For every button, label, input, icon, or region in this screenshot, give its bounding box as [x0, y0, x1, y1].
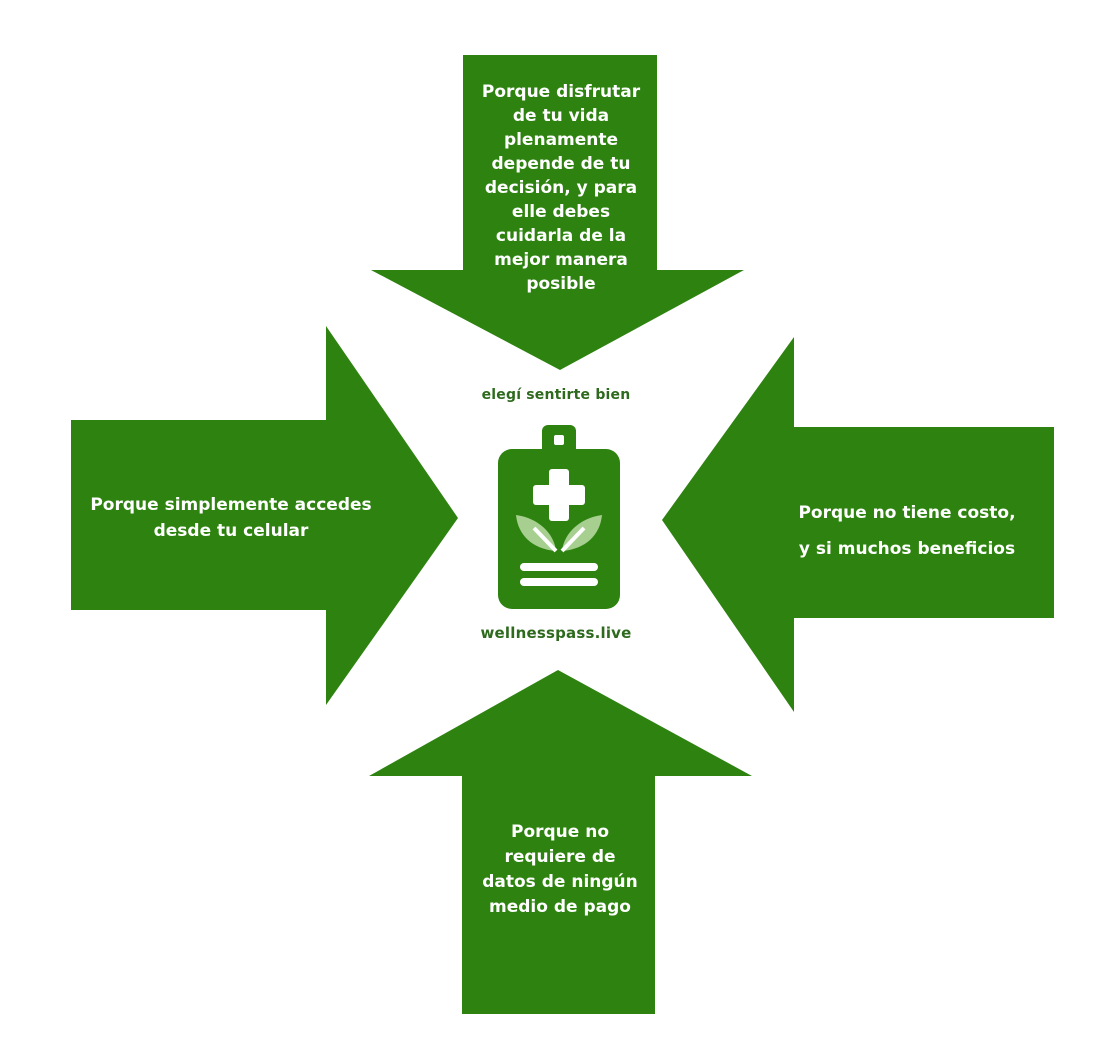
arrow-down-top [371, 55, 744, 370]
arrow-left-text: Porque simplemente accedes desde tu celu… [90, 495, 372, 541]
arrow-bottom-text: Porque no requiere de datos de ningún me… [482, 822, 638, 917]
arrow-top-text: Porque disfrutar de tu vida plenamente d… [481, 82, 641, 294]
clipboard-medical-leaf-icon [498, 425, 620, 609]
arrow-left-right [662, 337, 1054, 712]
arrow-right-left [71, 326, 458, 705]
brand-tagline: elegí sentirte bien [481, 387, 631, 403]
arrow-right-text: Porque no tiene costo, y si muchos benef… [798, 503, 1016, 559]
brand-domain: wellnesspass.live [480, 624, 632, 642]
arrow-up-bottom [369, 670, 752, 1014]
